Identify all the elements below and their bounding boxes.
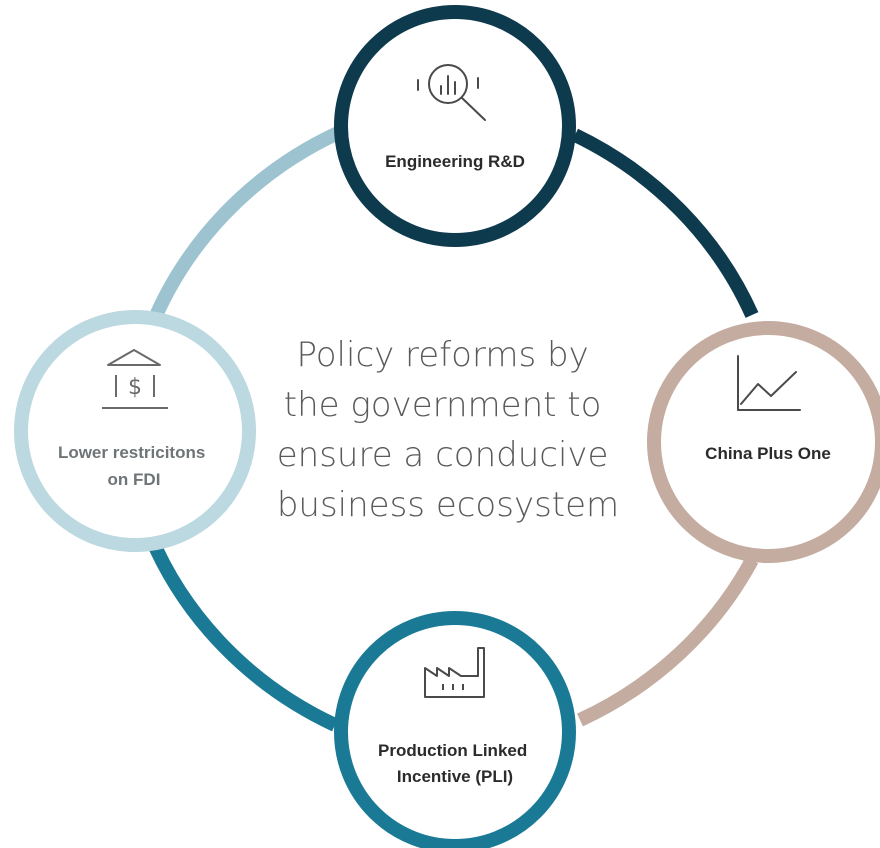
- center-title: Policy reforms by the government to ensu…: [277, 335, 620, 525]
- center-title-line: Policy reforms by: [296, 335, 588, 375]
- arc-china-to-pli: [577, 556, 759, 727]
- node-label-line: Engineering R&D: [385, 152, 525, 171]
- node-engineering-rd: Engineering R&D: [334, 5, 576, 247]
- node-label-line: Production Linked: [378, 741, 527, 760]
- node-label-line: China Plus One: [705, 444, 831, 463]
- node-china-plus-one: China Plus One: [647, 321, 880, 563]
- node-label: Engineering R&D: [385, 152, 525, 171]
- node-label: China Plus One: [705, 444, 831, 463]
- center-title-line: ensure a conducive: [277, 435, 609, 475]
- factory-icon: [424, 647, 485, 698]
- node-production-linked-incentive: Production Linked Incentive (PLI): [334, 611, 576, 848]
- center-title-line: the government to: [284, 385, 602, 425]
- arc-pli-to-fdi: [143, 532, 338, 732]
- node-label: Lower restricitons on FDI: [58, 443, 210, 489]
- node-label-line: Lower restricitons: [58, 443, 205, 462]
- arc-fdi-to-engineering: [143, 125, 343, 333]
- node-lower-restrictions-fdi: $ Lower restricitons on FDI: [14, 310, 256, 552]
- center-title-line: business ecosystem: [277, 485, 619, 525]
- line-chart-icon: [737, 355, 801, 411]
- node-label-line: Incentive (PLI): [397, 767, 513, 786]
- arc-engineering-to-china: [571, 128, 759, 318]
- bank-dollar-icon: [102, 349, 168, 409]
- node-label: Production Linked Incentive (PLI): [378, 741, 532, 786]
- dollar-sign-icon: $: [128, 375, 142, 400]
- magnifier-chart-icon: [417, 64, 486, 121]
- node-label-line: on FDI: [108, 470, 161, 489]
